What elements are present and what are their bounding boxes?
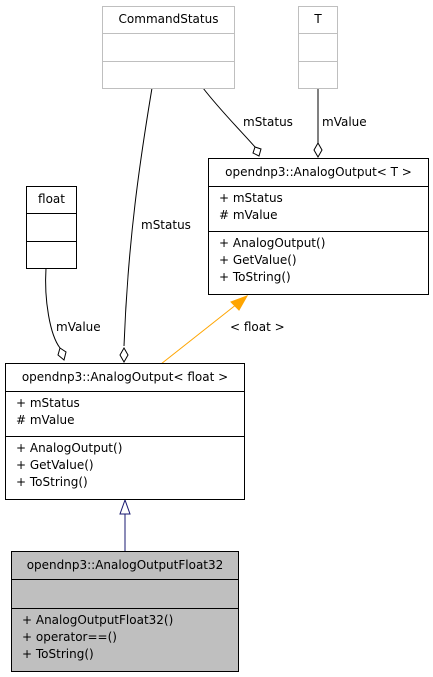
method: + ToString() [22,647,94,661]
class-methods: + AnalogOutput() + GetValue() + ToString… [6,437,244,499]
class-title: opendnp3::AnalogOutputFloat32 [12,552,238,580]
edge-float-inst [45,267,61,349]
class-methods [103,62,234,88]
method: + AnalogOutputFloat32() [22,613,174,627]
class-attributes [299,34,337,62]
attribute: # mValue [219,208,278,222]
method: + AnalogOutput() [16,441,123,455]
class-attributes: + mStatus # mValue [209,187,428,232]
class-float[interactable]: float [26,186,77,269]
edge-commandstatus-inst [123,87,153,347]
diamond-commandstatus-inst [119,346,129,364]
class-title: T [299,7,337,34]
edge-commandstatus-template [202,87,256,148]
method: + ToString() [16,475,88,489]
attribute: # mValue [16,413,75,427]
method: + operator==() [22,630,117,644]
arrow-template-binding [230,295,249,311]
class-title: float [27,187,76,214]
attribute: + mStatus [219,191,283,205]
class-attributes [27,214,76,242]
attribute: + mStatus [16,396,80,410]
class-title: opendnp3::AnalogOutput< T > [209,159,428,187]
arrow-inheritance [119,498,131,515]
class-title: opendnp3::AnalogOutput< float > [6,364,244,392]
class-t[interactable]: T [298,6,338,89]
method: + ToString() [219,270,291,284]
label-t-template: mValue [322,115,367,129]
class-analogoutputfloat32[interactable]: opendnp3::AnalogOutputFloat32 + AnalogOu… [11,551,239,672]
method: + GetValue() [219,253,297,267]
class-title: CommandStatus [103,7,234,34]
edge-template-binding [160,303,238,365]
class-attributes [103,34,234,62]
label-binding: < float > [230,320,285,334]
diamond-float-inst [57,347,67,361]
class-methods [27,242,76,268]
class-attributes: + mStatus # mValue [6,392,244,437]
label-cs-template: mStatus [243,115,293,129]
method: + GetValue() [16,458,94,472]
label-cs-inst: mStatus [141,218,191,232]
class-methods: + AnalogOutputFloat32() + operator==() +… [12,609,238,671]
class-analogoutput-template[interactable]: opendnp3::AnalogOutput< T > + mStatus # … [208,158,429,295]
method: + AnalogOutput() [219,236,326,250]
class-commandstatus[interactable]: CommandStatus [102,6,235,89]
diamond-t-template [313,141,323,159]
label-float-inst: mValue [56,320,101,334]
class-methods [299,62,337,88]
diamond-commandstatus-template [252,146,262,157]
class-attributes [12,580,238,609]
class-methods: + AnalogOutput() + GetValue() + ToString… [209,232,428,294]
class-analogoutput-float[interactable]: opendnp3::AnalogOutput< float > + mStatu… [5,363,245,500]
